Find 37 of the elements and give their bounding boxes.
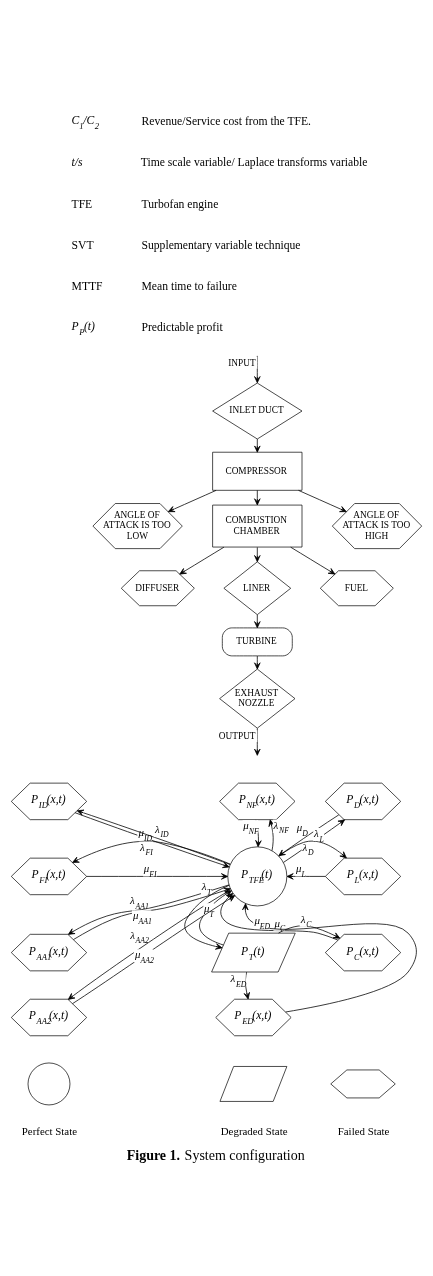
edge-label: λ$_{AA2}$ [130,928,149,946]
edge-label: μ$_{D}$ [296,821,308,838]
label: t/s [71,155,83,169]
label: TFE [71,197,93,211]
edge-label: μ$_{T}$ [204,902,214,919]
edge-label: μ$_{L}$ [296,862,306,879]
label: Revenue/Service cost from the TFE. [141,115,311,129]
edge-label: λ$_{FI}$ [140,840,153,858]
edge-label: λ$_{C}$ [300,912,312,930]
edge-label: λ$_{L}$ [313,827,324,844]
label: P$_{P}$(t) [71,320,95,338]
edge-label: λ$_{AA1}$ [130,894,149,911]
label: C$_{1}$/C$_{2}$ [71,114,100,132]
edge-label: λ$_{ED}$ [230,972,247,989]
label: Mean time to failure [141,279,237,293]
edge-label: λ$_{NF}$ [273,818,289,836]
edge-label: μ$_{AA2}$ [135,948,154,965]
edge-label: μ$_{AA1}$ [133,909,152,926]
edge-label: μ$_{C}$ [274,916,286,934]
label: Turbofan engine [141,197,219,211]
label: SVT [71,238,94,252]
node-label: Failed State [337,1125,390,1138]
label: MTTF [71,279,103,293]
edge-label: OUTPUT [218,730,256,741]
edge-label: λ$_{T}$ [201,880,212,897]
label: Predictable profit [141,321,223,335]
edge-label: λ$_{D}$ [302,840,314,858]
node-label: Degraded State [220,1125,288,1138]
edge-label: μ$_{NF}$ [243,819,259,836]
edge-label: μ$_{FI}$ [143,862,157,879]
label: Time scale variable/ Laplace transforms variable [140,156,368,170]
edge-label: λ$_{ID}$ [155,822,169,840]
caption: Figure 1. System configuration [126,1147,305,1163]
node-label: Perfect State [21,1125,78,1138]
edge-label: INPUT [228,357,256,368]
label: Supplementary variable technique [141,238,301,252]
edge-label: μ$_{ED}$ [254,914,271,931]
